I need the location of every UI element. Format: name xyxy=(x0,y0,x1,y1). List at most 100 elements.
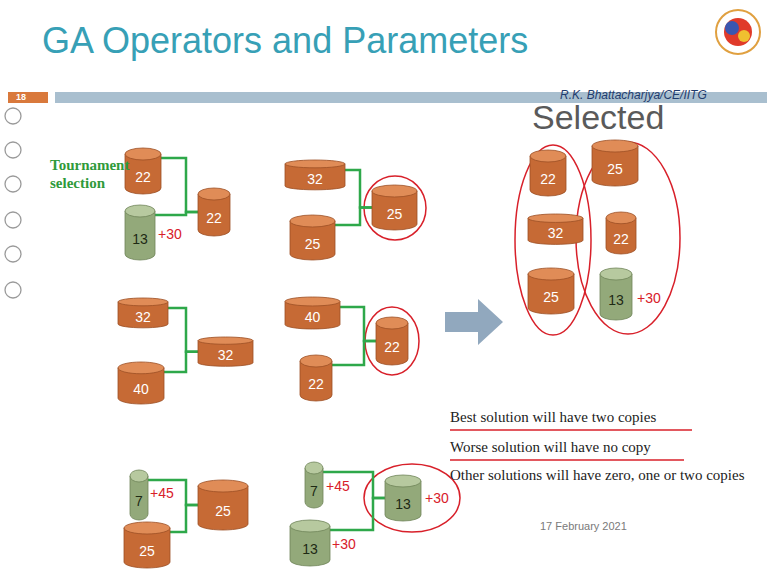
cylinder-node: 22 xyxy=(376,317,408,365)
fitness-value: 40 xyxy=(305,309,321,325)
logo-dot xyxy=(738,30,750,42)
fitness-penalty: +30 xyxy=(158,226,182,242)
cylinder-top xyxy=(118,298,168,306)
tournament-bracket xyxy=(340,307,376,341)
fitness-value: 32 xyxy=(307,171,323,187)
cylinder-top xyxy=(600,268,632,280)
cylinder-node: 22 xyxy=(125,148,161,194)
fitness-value: 40 xyxy=(133,381,149,397)
cylinder-top xyxy=(285,297,340,306)
fitness-value: 13 xyxy=(608,292,624,308)
cylinder-node: 25 xyxy=(372,185,417,230)
cylinder-node: 22 xyxy=(198,188,230,236)
logo-ring xyxy=(716,10,760,54)
fitness-penalty: +30 xyxy=(425,490,449,506)
annotation-underline xyxy=(450,429,692,431)
tournament-bracket xyxy=(345,170,372,208)
tournament-bracket xyxy=(330,498,385,530)
note: Worse solution will have no copy xyxy=(450,438,651,456)
annotation-ellipse xyxy=(515,145,591,335)
cylinder-top xyxy=(118,362,164,374)
fitness-penalty: +45 xyxy=(150,485,174,501)
cylinder-node: 22 xyxy=(606,212,636,254)
fitness-penalty: +30 xyxy=(637,290,661,306)
cylinder-top xyxy=(125,205,155,217)
tournament-bracket xyxy=(323,472,385,498)
cylinder-node: 25 xyxy=(592,140,638,186)
tournament-bracket xyxy=(170,505,198,532)
fitness-value: 13 xyxy=(132,231,148,247)
cylinder-node: 25 xyxy=(198,480,248,530)
fitness-value: 32 xyxy=(548,225,564,241)
cylinder-top xyxy=(528,268,574,280)
cylinder-top xyxy=(130,470,148,482)
big-arrow xyxy=(445,299,503,345)
logo-disc xyxy=(724,18,752,46)
cylinder-node: 25 xyxy=(124,522,170,568)
toolbar-icon xyxy=(5,108,21,124)
fitness-value: 13 xyxy=(302,541,318,557)
cylinder-node: 13 xyxy=(600,268,632,320)
cylinder-node: 32 xyxy=(118,298,168,328)
cylinder-top xyxy=(198,337,253,344)
note: Other solutions will have zero, one or t… xyxy=(450,466,745,484)
cylinder-node: 7 xyxy=(305,462,323,508)
cylinder-top xyxy=(124,522,170,534)
fitness-value: 22 xyxy=(206,210,222,226)
slide-number: 18 xyxy=(16,91,26,103)
fitness-value: 13 xyxy=(395,496,411,512)
cylinder-top xyxy=(372,185,417,197)
toolbar-icon xyxy=(5,246,21,262)
fitness-value: 7 xyxy=(135,493,143,509)
fitness-value: 22 xyxy=(613,231,629,247)
tournament-bracket xyxy=(148,480,198,505)
cylinder-top xyxy=(198,188,230,200)
tournament-bracket xyxy=(332,341,376,365)
fitness-value: 25 xyxy=(215,503,231,519)
tournament-bracket xyxy=(155,212,198,215)
cylinder-top xyxy=(376,317,408,329)
section-label: Tournament selection xyxy=(50,156,126,192)
fitness-value: 25 xyxy=(305,236,321,252)
fitness-value: 32 xyxy=(135,309,151,325)
cylinder-node: 40 xyxy=(285,297,340,329)
fitness-value: 25 xyxy=(543,289,559,305)
cylinder-node: 25 xyxy=(290,215,335,260)
fitness-value: 32 xyxy=(218,347,234,363)
logo xyxy=(716,10,760,54)
cylinder-top xyxy=(285,160,345,168)
cylinder-node: 7 xyxy=(130,470,148,520)
fitness-value: 25 xyxy=(387,206,403,222)
tournament-bracket xyxy=(164,352,198,372)
fitness-value: 25 xyxy=(607,161,623,177)
cylinder-top xyxy=(290,215,335,227)
cylinder-top xyxy=(528,214,583,222)
toolbar-icons xyxy=(5,108,21,298)
cylinder-node: 32 xyxy=(285,160,345,190)
cylinder-body xyxy=(198,486,248,530)
fitness-value: 22 xyxy=(308,376,324,392)
fitness-value: 25 xyxy=(139,543,155,559)
cylinder-top xyxy=(530,150,566,162)
cylinder-node: 40 xyxy=(118,362,164,404)
cylinder-top xyxy=(300,355,332,367)
cylinder-top xyxy=(385,475,421,487)
cylinder-top xyxy=(592,140,638,152)
toolbar-icon xyxy=(5,212,21,228)
cylinder-top xyxy=(290,520,330,532)
note: Best solution will have two copies xyxy=(450,408,656,426)
annotation-underline xyxy=(450,459,684,461)
cylinder-node: 32 xyxy=(528,214,583,244)
fitness-value: 22 xyxy=(540,171,556,187)
cylinder-node: 13 xyxy=(290,520,330,566)
cylinder-body xyxy=(600,274,632,320)
cylinder-top xyxy=(606,212,636,224)
cylinder-body xyxy=(125,211,155,260)
annotation-ellipse xyxy=(576,142,680,334)
tournament-bracket xyxy=(168,308,198,352)
cylinder-node: 13 xyxy=(125,205,155,260)
fitness-penalty: +45 xyxy=(326,478,350,494)
